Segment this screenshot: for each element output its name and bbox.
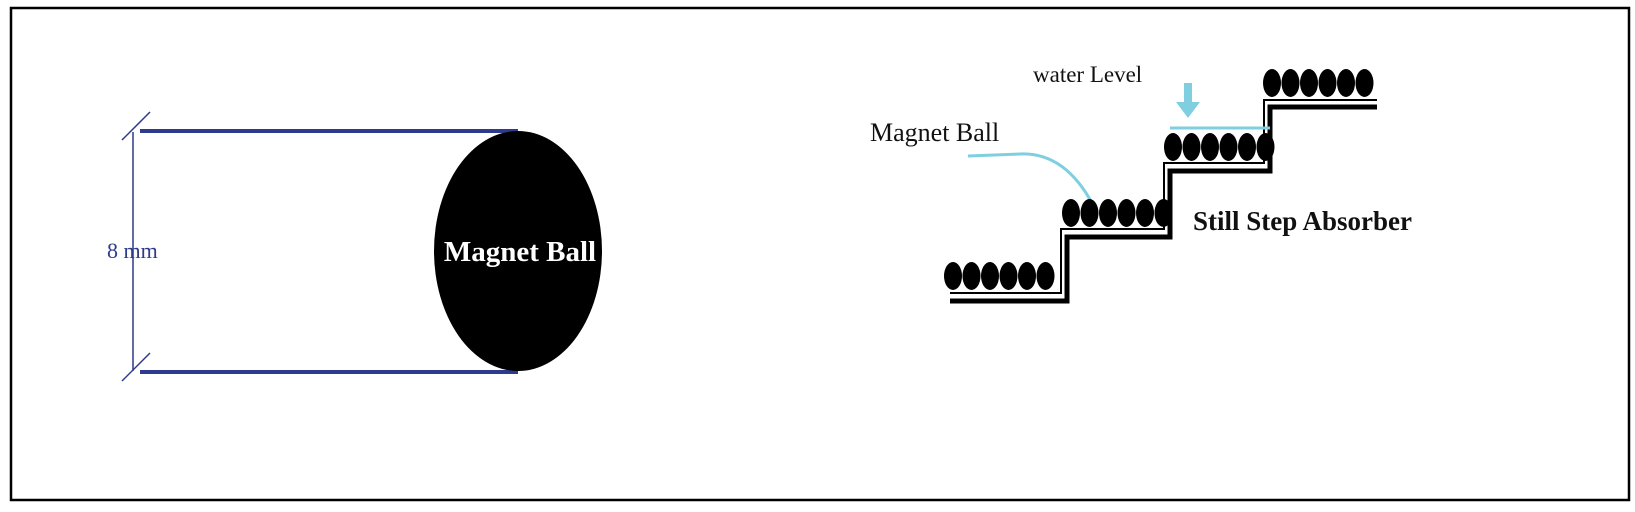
small-magnet-ball <box>1281 69 1300 97</box>
water-level-label: water Level <box>1033 62 1142 87</box>
dimension-tick-bottom <box>121 352 151 382</box>
small-magnet-ball <box>1238 133 1256 161</box>
small-magnet-ball <box>962 262 981 290</box>
small-magnet-ball <box>1337 69 1355 97</box>
step-profile-inner <box>950 99 1377 294</box>
small-magnet-ball <box>1256 133 1275 161</box>
small-magnet-ball <box>1080 199 1099 227</box>
ball-rows <box>944 69 1374 290</box>
magnet-ball-large <box>434 131 602 371</box>
small-magnet-ball <box>1154 199 1173 227</box>
small-magnet-ball <box>999 262 1018 290</box>
small-magnet-ball <box>1164 133 1182 161</box>
magnet-ball-label: Magnet Ball <box>444 236 596 268</box>
small-magnet-ball <box>1300 69 1318 97</box>
small-magnet-ball <box>1062 199 1080 227</box>
small-magnet-ball <box>944 262 962 290</box>
small-magnet-ball <box>1318 69 1337 97</box>
right-figure: water Level Magnet Ball Still Step Absor… <box>870 62 1412 304</box>
dimension-label: 8 mm <box>107 238 158 263</box>
water-arrow-head <box>1176 102 1200 118</box>
magnet-ball-leader-line <box>967 152 1095 206</box>
magnet-ball-callout-label: Magnet Ball <box>870 118 999 147</box>
small-magnet-ball <box>1117 199 1136 227</box>
small-magnet-ball <box>1018 262 1036 290</box>
water-arrow-shaft <box>1184 83 1192 105</box>
left-figure: 8 mm Magnet Ball <box>107 111 602 382</box>
small-magnet-ball <box>1355 69 1374 97</box>
small-magnet-ball <box>1182 133 1201 161</box>
small-magnet-ball <box>981 262 999 290</box>
small-magnet-ball <box>1136 199 1154 227</box>
small-magnet-ball <box>1219 133 1238 161</box>
dimension-tick-top <box>121 111 151 141</box>
absorber-label: Still Step Absorber <box>1193 206 1412 236</box>
figure-border <box>9 6 1631 502</box>
small-magnet-ball <box>1099 199 1117 227</box>
small-magnet-ball <box>1201 133 1219 161</box>
small-magnet-ball <box>1036 262 1055 290</box>
small-magnet-ball <box>1263 69 1281 97</box>
